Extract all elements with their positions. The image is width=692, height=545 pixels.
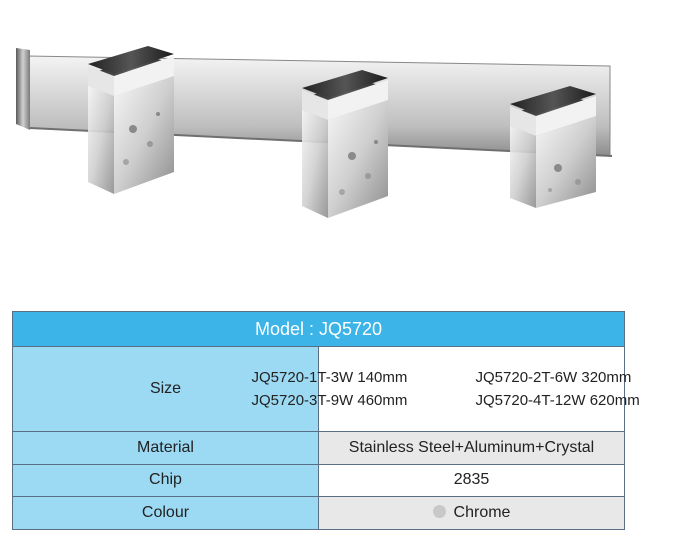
colour-value: Chrome [453,504,511,522]
size-option: JQ5720-3T-9W 460mm [251,392,408,409]
chip-value: 2835 [318,463,625,498]
spec-table: Model : JQ5720 Size JQ5720-1T-3W 140mm J… [12,311,640,530]
size-grid: JQ5720-1T-3W 140mm JQ5720-2T-6W 320mm JQ… [252,369,640,409]
chip-row: Chip 2835 [12,463,625,498]
colour-row: Colour Chrome [12,496,625,530]
colour-value-cell: Chrome [318,496,625,530]
size-option: JQ5720-2T-6W 320mm [475,369,632,386]
product-photo [16,46,613,218]
size-label: Size [12,346,319,432]
size-option: JQ5720-4T-12W 620mm [475,392,640,409]
size-option: JQ5720-1T-3W 140mm [251,369,408,386]
crystal-lamp-3 [510,86,596,208]
crystal-lamp-1 [88,46,174,194]
colour-swatch-icon [432,505,446,519]
material-row: Material Stainless Steel+Aluminum+Crysta… [12,431,625,465]
crystal-lamp-2 [302,70,388,218]
material-value: Stainless Steel+Aluminum+Crystal [318,431,625,465]
size-row: Size JQ5720-1T-3W 140mm JQ5720-2T-6W 320… [12,346,640,432]
model-header: Model : JQ5720 [12,311,625,347]
table-header-row: Model : JQ5720 [12,311,625,347]
material-label: Material [12,431,319,465]
colour-label: Colour [12,496,319,530]
size-values: JQ5720-1T-3W 140mm JQ5720-2T-6W 320mm JQ… [252,346,640,432]
chip-label: Chip [12,463,319,498]
